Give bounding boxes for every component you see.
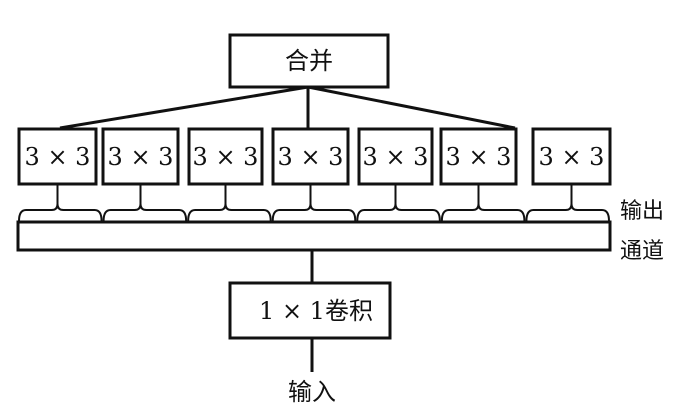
kernel-label: 3 × 3: [25, 143, 91, 171]
kernel-label: 3 × 3: [539, 143, 605, 171]
merge-label: 合并: [285, 47, 333, 75]
channel-brace: [440, 203, 526, 222]
input-label: 输入: [288, 378, 336, 406]
kernel-label: 3 × 3: [108, 143, 174, 171]
kernel-label: 3 × 3: [193, 143, 259, 171]
channel-label-line1: 输出: [620, 199, 664, 224]
conv-label: 1 × 1卷积: [259, 297, 373, 325]
channel-brace: [525, 203, 610, 222]
kernel-label: 3 × 3: [278, 143, 344, 171]
channel-label-line2: 通道: [620, 239, 664, 264]
channel-bar: [16, 220, 612, 252]
channel-brace: [102, 203, 188, 222]
channel-brace: [356, 203, 441, 222]
channel-brace: [187, 203, 272, 222]
kernel-label: 3 × 3: [446, 143, 512, 171]
conv-box: [228, 281, 392, 340]
kernel-label: 3 × 3: [363, 143, 429, 171]
channel-brace: [271, 203, 357, 222]
merge-link-left: [59, 85, 309, 130]
channel-brace: [18, 203, 103, 222]
merge-link-right: [307, 85, 516, 130]
